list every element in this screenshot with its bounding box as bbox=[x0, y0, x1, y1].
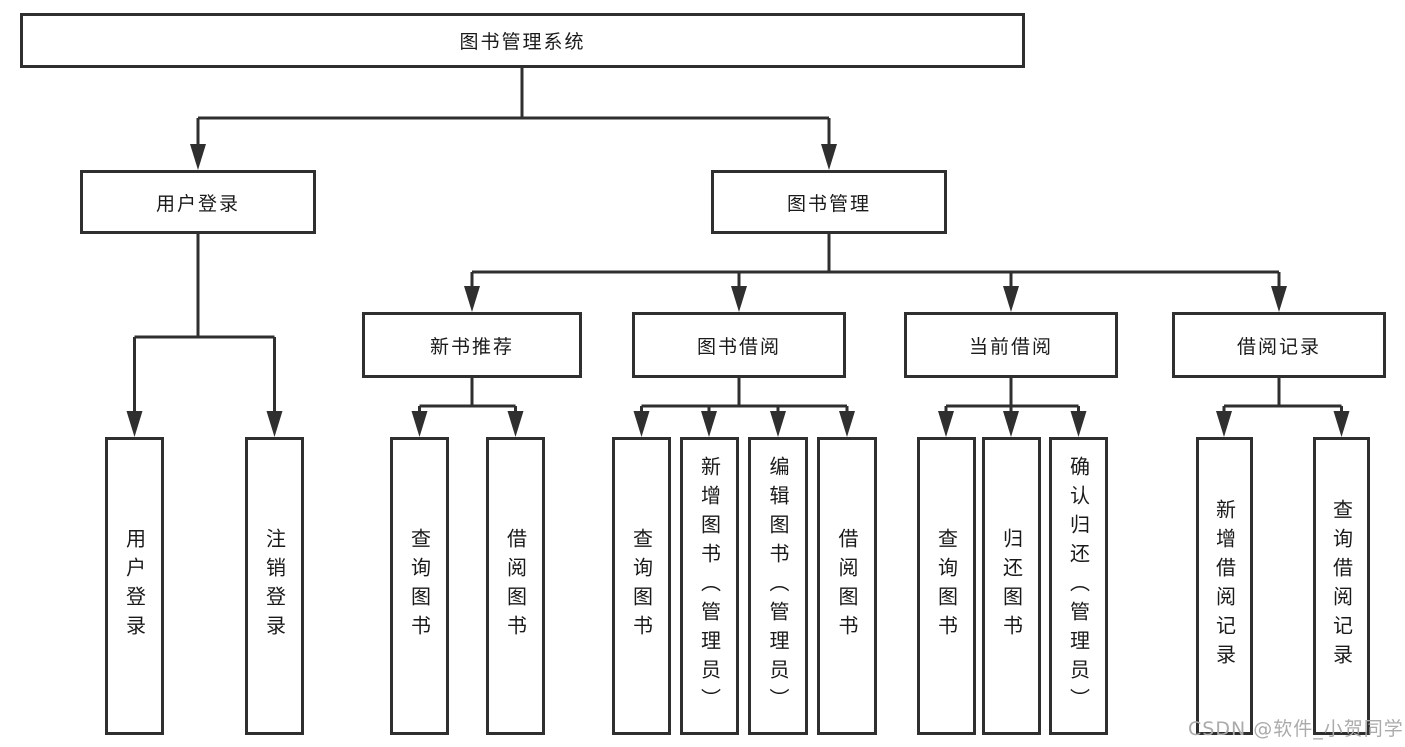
arrowhead-icon bbox=[1070, 411, 1087, 437]
arrowhead-icon bbox=[1003, 411, 1019, 437]
arrowhead-icon bbox=[464, 286, 480, 312]
node-borrow-record: 借阅记录 bbox=[1172, 312, 1386, 378]
leaf-newbook-borrow-book-label: 借阅图书 bbox=[503, 528, 528, 644]
node-book-borrow: 图书借阅 bbox=[632, 312, 846, 378]
node-user-login: 用户登录 bbox=[80, 170, 316, 234]
node-library-system: 图书管理系统 bbox=[20, 13, 1025, 68]
arrowhead-icon bbox=[266, 411, 283, 437]
connector-line bbox=[944, 378, 1080, 413]
connector-line bbox=[196, 68, 831, 146]
leaf-borrow-borrow-book: 借阅图书 bbox=[817, 437, 877, 735]
leaf-record-query: 查询借阅记录 bbox=[1313, 437, 1370, 735]
leaf-user-login-label: 用户登录 bbox=[122, 528, 147, 644]
node-book-borrow-label: 图书借阅 bbox=[696, 335, 781, 358]
arrowhead-icon bbox=[1216, 411, 1232, 437]
leaf-current-confirm-return: 确认归还（管理员） bbox=[1049, 437, 1108, 735]
leaf-current-query-book: 查询图书 bbox=[917, 437, 976, 735]
arrowhead-icon bbox=[701, 411, 717, 437]
leaf-newbook-query-book: 查询图书 bbox=[390, 437, 449, 735]
node-user-login-label: 用户登录 bbox=[155, 192, 240, 215]
arrowhead-icon bbox=[770, 411, 786, 437]
arrowhead-icon bbox=[633, 411, 650, 437]
leaf-borrow-query-book-label: 查询图书 bbox=[629, 528, 654, 644]
arrowhead-icon bbox=[190, 144, 206, 170]
connector-line bbox=[470, 234, 1281, 288]
leaf-newbook-borrow-book: 借阅图书 bbox=[486, 437, 545, 735]
connector-line bbox=[1222, 378, 1343, 413]
leaf-logout-label: 注销登录 bbox=[262, 528, 287, 644]
node-book-management: 图书管理 bbox=[711, 170, 947, 234]
node-current-borrow-label: 当前借阅 bbox=[968, 335, 1053, 358]
arrowhead-icon bbox=[126, 411, 143, 437]
leaf-record-add: 新增借阅记录 bbox=[1196, 437, 1253, 735]
arrowhead-icon bbox=[507, 411, 524, 437]
arrowhead-icon bbox=[839, 411, 855, 437]
leaf-borrow-add-book-label: 新增图书（管理员） bbox=[697, 455, 722, 717]
arrowhead-icon bbox=[731, 286, 747, 312]
leaf-borrow-edit-book-label: 编辑图书（管理员） bbox=[766, 455, 790, 717]
node-current-borrow: 当前借阅 bbox=[904, 312, 1118, 378]
connector-line bbox=[640, 378, 849, 413]
leaf-logout: 注销登录 bbox=[245, 437, 304, 735]
leaf-current-confirm-return-label: 确认归还（管理员） bbox=[1066, 455, 1091, 717]
leaf-record-add-label: 新增借阅记录 bbox=[1212, 499, 1237, 673]
arrowhead-icon bbox=[938, 411, 954, 437]
leaf-current-return-book-label: 归还图书 bbox=[999, 528, 1024, 644]
arrowhead-icon bbox=[1271, 286, 1287, 312]
arrowhead-icon bbox=[821, 144, 837, 170]
connector-line bbox=[133, 234, 276, 413]
arrowhead-icon bbox=[411, 411, 428, 437]
leaf-user-login: 用户登录 bbox=[105, 437, 164, 735]
arrowhead-icon bbox=[1003, 286, 1019, 312]
node-new-book-recommend-label: 新书推荐 bbox=[429, 335, 514, 358]
leaf-newbook-query-book-label: 查询图书 bbox=[407, 528, 432, 644]
node-library-system-label: 图书管理系统 bbox=[459, 31, 586, 53]
leaf-borrow-add-book: 新增图书（管理员） bbox=[680, 437, 739, 735]
leaf-current-return-book: 归还图书 bbox=[982, 437, 1041, 735]
node-borrow-record-label: 借阅记录 bbox=[1236, 335, 1321, 358]
connector-line bbox=[418, 378, 517, 413]
leaf-borrow-borrow-book-label: 借阅图书 bbox=[835, 528, 859, 644]
leaf-borrow-edit-book: 编辑图书（管理员） bbox=[748, 437, 808, 735]
leaf-current-query-book-label: 查询图书 bbox=[934, 528, 959, 644]
arrowhead-icon bbox=[1333, 411, 1350, 437]
csdn-watermark: CSDN @软件_小贺同学 bbox=[1188, 718, 1404, 740]
node-book-management-label: 图书管理 bbox=[786, 192, 871, 215]
node-new-book-recommend: 新书推荐 bbox=[362, 312, 582, 378]
leaf-record-query-label: 查询借阅记录 bbox=[1329, 499, 1354, 673]
leaf-borrow-query-book: 查询图书 bbox=[612, 437, 671, 735]
